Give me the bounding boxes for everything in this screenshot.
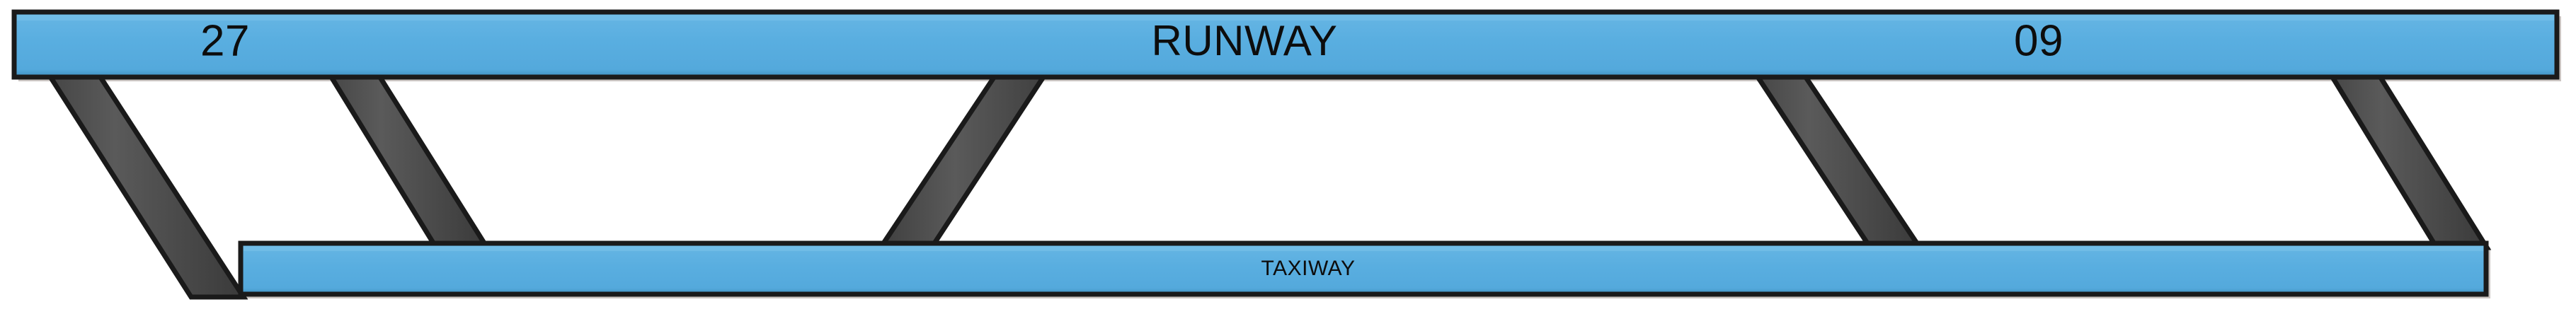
taxiway-group[interactable]: TAXIWAY bbox=[238, 240, 2489, 297]
taxiway-pavement[interactable] bbox=[238, 240, 2489, 297]
runway-designator-west: 27 bbox=[200, 16, 250, 65]
taxiway-label: TAXIWAY bbox=[1261, 257, 1356, 280]
runway-designator-east: 09 bbox=[2014, 16, 2063, 65]
runway-label: RUNWAY bbox=[1152, 17, 1338, 64]
runway-pavement[interactable] bbox=[11, 9, 2560, 80]
runway-highlight bbox=[17, 15, 2554, 21]
runway-group[interactable]: 27 RUNWAY 09 bbox=[11, 9, 2560, 80]
taxiway-highlight bbox=[244, 246, 2483, 251]
